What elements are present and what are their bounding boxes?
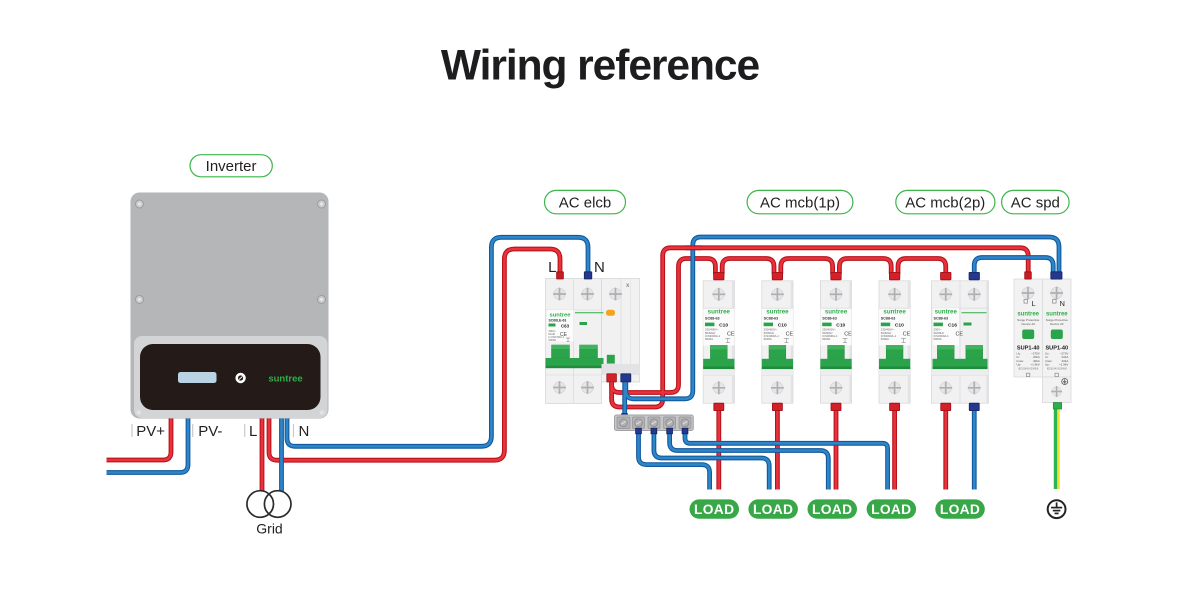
svg-text:Surge Protective: Surge Protective [1017,318,1040,322]
svg-text:Device 20: Device 20 [1050,322,1064,326]
svg-text:AC mcb(2p): AC mcb(2p) [905,194,985,211]
svg-text:suntree: suntree [268,374,302,385]
svg-text:6000A: 6000A [934,337,942,341]
svg-text:LOAD: LOAD [871,502,911,517]
svg-text:In:: In: [1017,355,1021,359]
svg-text:C16: C16 [948,323,957,329]
svg-text:<1.9kV: <1.9kV [1030,363,1039,367]
svg-text:Imax:: Imax: [1045,359,1053,363]
svg-text:Grid: Grid [256,521,282,537]
svg-text:400V~: 400V~ [549,329,557,333]
svg-text:Up:: Up: [1045,363,1050,367]
svg-text:I0n30: I0n30 [549,332,556,336]
svg-text:suntree: suntree [1046,312,1068,318]
svg-text:CE: CE [560,332,568,338]
svg-text:PV+: PV+ [136,423,165,440]
svg-text:N: N [1060,299,1065,308]
svg-text:LOAD: LOAD [940,502,980,517]
svg-text:~275V: ~275V [1031,352,1040,356]
svg-text:ICS3000A-1: ICS3000A-1 [934,334,950,338]
svg-text:In:: In: [1045,355,1049,359]
svg-text:<1.9kV: <1.9kV [1059,363,1068,367]
svg-text:LOAD: LOAD [753,502,793,517]
svg-text:SC66LE-63: SC66LE-63 [549,319,567,323]
svg-text:~275V: ~275V [1060,352,1069,356]
svg-text:suntree: suntree [1017,312,1039,318]
svg-text:Uc:: Uc: [1017,352,1022,356]
svg-text:50/60Hz: 50/60Hz [934,331,945,335]
svg-text:Inverter: Inverter [206,158,257,175]
svg-text:LOAD: LOAD [694,502,734,517]
svg-text:20kA: 20kA [1033,355,1040,359]
svg-text:AC elcb: AC elcb [559,194,612,211]
svg-text:20kA: 20kA [1062,355,1069,359]
svg-text:L: L [548,259,556,276]
svg-text:6000A: 6000A [549,338,557,342]
svg-text:suntree: suntree [935,308,958,315]
svg-text:Imax:: Imax: [1017,359,1025,363]
svg-text:IEC61643 62345/8: IEC61643 62345/8 [1047,368,1068,371]
svg-text:40kA: 40kA [1033,359,1040,363]
svg-text:suntree: suntree [550,313,572,319]
svg-text:N: N [594,259,605,276]
svg-text:L: L [1032,299,1036,308]
svg-text:Up:: Up: [1017,363,1022,367]
svg-text:SUP1-40: SUP1-40 [1017,346,1040,352]
svg-text:x: x [626,283,630,289]
svg-text:Uc:: Uc: [1045,352,1050,356]
svg-text:Surge Protective: Surge Protective [1046,318,1069,322]
svg-text:AC mcb(1p): AC mcb(1p) [760,194,840,211]
svg-text:C63: C63 [561,324,570,329]
svg-text:AC spd: AC spd [1011,194,1060,211]
svg-text:40kA: 40kA [1062,359,1069,363]
svg-text:Wiring reference: Wiring reference [441,43,760,90]
svg-text:Device 20: Device 20 [1022,322,1036,326]
svg-text:IEC61643 62345/8: IEC61643 62345/8 [1018,368,1039,371]
svg-text:In:0/30 50A-1: In:0/30 50A-1 [549,335,565,339]
svg-text:230V~: 230V~ [934,328,943,332]
svg-text:LOAD: LOAD [812,502,852,517]
svg-text:N: N [299,423,310,440]
svg-text:SC88-63: SC88-63 [934,316,949,320]
svg-text:CE: CE [956,331,964,337]
svg-text:L: L [249,423,257,440]
svg-text:PV-: PV- [198,423,222,440]
svg-text:SUP1-40: SUP1-40 [1045,346,1068,352]
